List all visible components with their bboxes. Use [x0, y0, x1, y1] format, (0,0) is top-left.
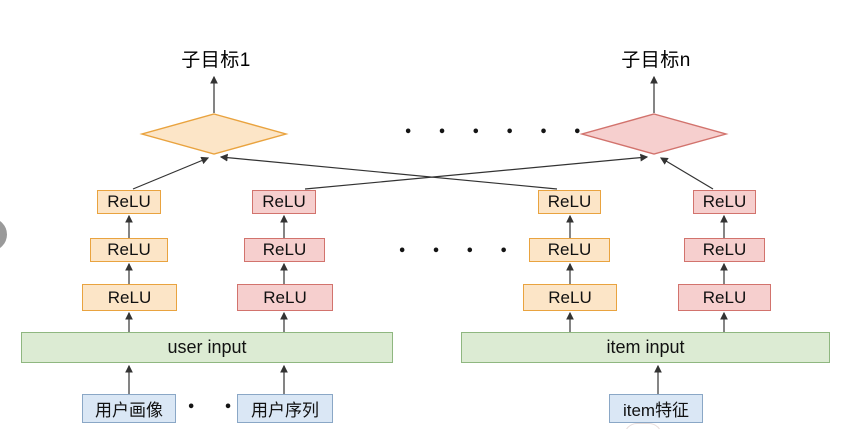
- relu-box-t2-mid: ReLU: [244, 238, 325, 262]
- relu-box-t1-top: ReLU: [97, 190, 161, 214]
- left-edge-circle: [0, 218, 7, 251]
- relu-box-t4-bot: ReLU: [678, 284, 771, 311]
- task-gate-diamond-n: [579, 113, 729, 155]
- relu-box-t3-bot: ReLU: [523, 284, 617, 311]
- task-gate-diamond-1: [139, 113, 289, 155]
- user-input-bar: user input: [21, 332, 393, 363]
- relu-box-t4-mid: ReLU: [684, 238, 765, 262]
- arrows: [125, 75, 728, 394]
- arrow-tower2-to-diamondn: [304, 153, 649, 190]
- feature-box-item-feature: item特征: [609, 394, 703, 423]
- relu-box-t1-mid: ReLU: [90, 238, 168, 262]
- relu-box-t4-top: ReLU: [693, 190, 756, 214]
- arrow-tower4-to-diamondn: [659, 157, 714, 190]
- task-label-n: 子目标n: [621, 50, 691, 71]
- feature-box-user-profile: 用户画像: [82, 394, 176, 423]
- task-label-1: 子目标1: [181, 50, 251, 71]
- item-input-bar: item input: [461, 332, 830, 363]
- relu-box-t3-top: ReLU: [538, 190, 601, 214]
- ellipsis-top: • • • • • •: [404, 125, 592, 140]
- relu-box-t1-bot: ReLU: [82, 284, 177, 311]
- relu-box-t2-bot: ReLU: [237, 284, 333, 311]
- feature-box-user-sequence: 用户序列: [237, 394, 333, 423]
- relu-box-t3-mid: ReLU: [529, 238, 610, 262]
- arrow-tower3-to-diamond1: [219, 153, 558, 190]
- relu-box-t2-top: ReLU: [252, 190, 316, 214]
- arrow-tower1-to-diamond1: [132, 156, 210, 190]
